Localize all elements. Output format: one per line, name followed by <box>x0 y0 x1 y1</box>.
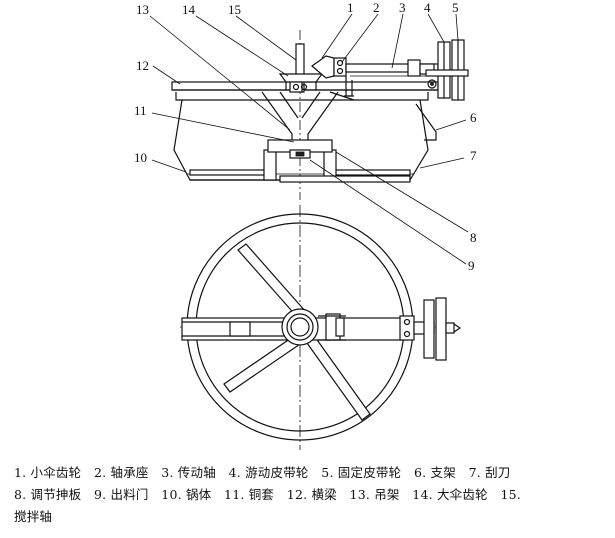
callout-5: 5 <box>452 0 459 15</box>
callout-2: 2 <box>373 0 380 15</box>
support-frame <box>415 103 437 141</box>
callout-7: 7 <box>470 148 477 163</box>
callout-8: 8 <box>470 230 477 245</box>
caption-line-2: 8. 调节抻板 9. 出料门 10. 锅体 11. 铜套 12. 横梁 13. … <box>14 487 521 502</box>
mixer-technical-drawing: 1 2 3 4 5 6 7 8 9 10 11 12 13 14 15 <box>134 0 477 450</box>
plan-view <box>180 205 462 450</box>
figure-caption: 1. 小伞齿轮 2. 轴承座 3. 传动轴 4. 游动皮带轮 5. 固定皮带轮 … <box>14 462 604 528</box>
callout-9: 9 <box>468 258 475 273</box>
callout-11: 11 <box>134 103 147 118</box>
callout-13: 13 <box>136 2 149 17</box>
callout-12: 12 <box>136 58 149 73</box>
callout-labels: 1 2 3 4 5 6 7 8 9 10 11 12 13 14 15 <box>134 0 477 273</box>
caption-line-3: 搅拌轴 <box>14 509 53 524</box>
callout-10: 10 <box>134 150 147 165</box>
callout-6: 6 <box>470 110 477 125</box>
pulley-plan-1 <box>423 299 435 359</box>
pot-body <box>173 92 429 181</box>
callout-14: 14 <box>182 2 196 17</box>
callout-15: 15 <box>228 2 241 17</box>
pulley-plan-2 <box>435 297 447 361</box>
callout-3: 3 <box>399 0 406 15</box>
caption-line-1: 1. 小伞齿轮 2. 轴承座 3. 传动轴 4. 游动皮带轮 5. 固定皮带轮 … <box>14 465 511 480</box>
callout-1: 1 <box>347 0 354 15</box>
leader-lines <box>149 13 469 265</box>
elevation-view <box>171 30 469 200</box>
scraper-arms <box>223 243 371 421</box>
callout-4: 4 <box>424 0 431 15</box>
